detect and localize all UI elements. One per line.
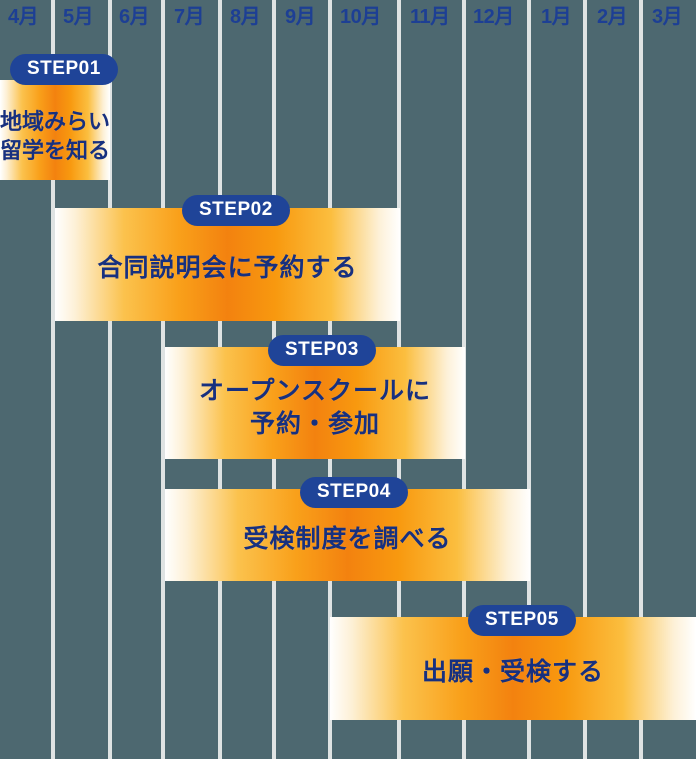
month-label-8: 11月 — [410, 6, 450, 28]
month-label-3: 6月 — [119, 6, 150, 28]
month-label-11: 2月 — [597, 6, 628, 28]
step-badge-5[interactable]: STEP05 — [468, 605, 576, 636]
step-bar-fill-1 — [0, 80, 110, 180]
step-bar-fill-2 — [55, 208, 400, 321]
step-badge-4[interactable]: STEP04 — [300, 477, 408, 508]
month-label-7: 10月 — [340, 6, 381, 28]
step-badge-3[interactable]: STEP03 — [268, 335, 376, 366]
month-label-2: 5月 — [63, 6, 94, 28]
month-label-6: 9月 — [285, 6, 316, 28]
step-bar-2[interactable]: 合同説明会に予約する — [55, 208, 400, 321]
month-label-1: 4月 — [8, 6, 39, 28]
step-label-2: 合同説明会に予約する — [97, 254, 358, 282]
step-label-4: 受検制度を調べる — [243, 524, 452, 553]
month-label-5: 8月 — [230, 6, 261, 28]
month-label-4: 7月 — [174, 6, 205, 28]
step-label-3: オープンスクールに 予約・参加 — [198, 377, 431, 438]
step-badge-1[interactable]: STEP01 — [10, 54, 118, 85]
month-gridline-9 — [527, 0, 531, 759]
month-label-9: 12月 — [473, 6, 514, 28]
month-gridline-3 — [161, 0, 165, 759]
month-gridline-10 — [583, 0, 587, 759]
step-badge-2[interactable]: STEP02 — [182, 195, 290, 226]
month-gridline-11 — [639, 0, 643, 759]
step-bar-1[interactable]: 地域みらい 留学を知る — [0, 80, 110, 180]
month-gridline-1 — [51, 0, 55, 759]
step-label-1: 地域みらい 留学を知る — [0, 108, 111, 163]
step-label-5: 出願・受検する — [421, 658, 604, 686]
month-gridline-2 — [108, 0, 112, 759]
month-label-10: 1月 — [541, 6, 572, 28]
month-label-12: 3月 — [652, 6, 683, 28]
